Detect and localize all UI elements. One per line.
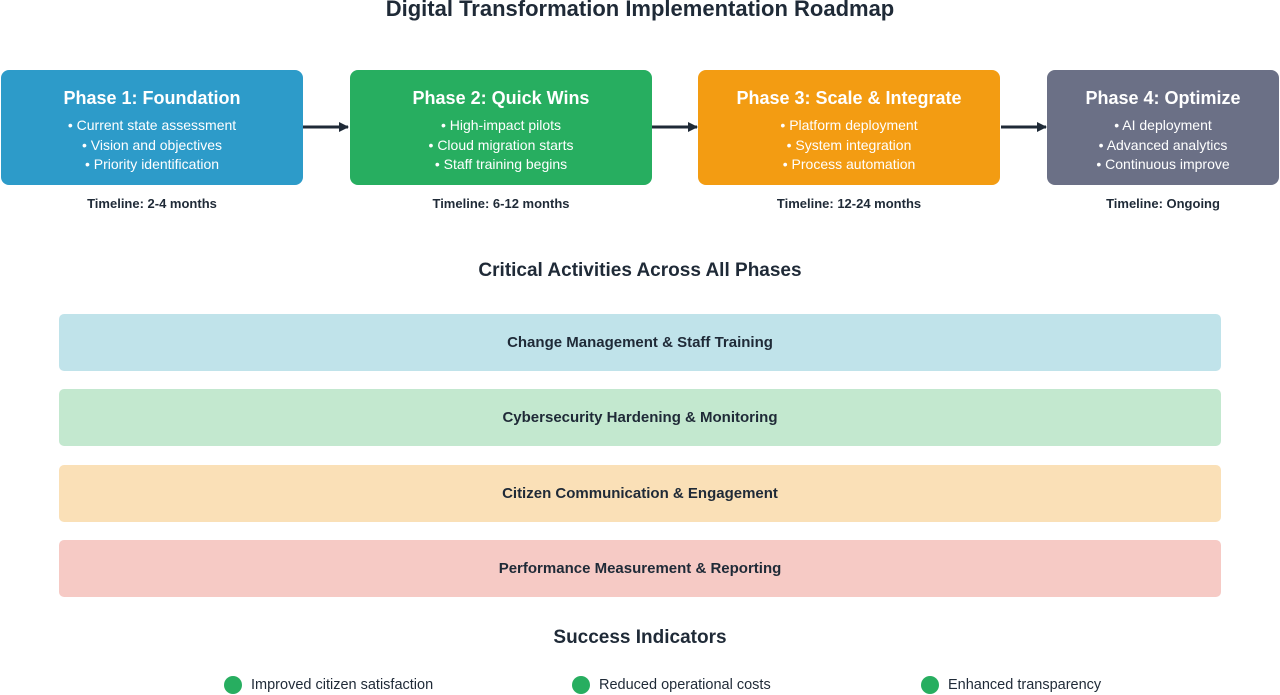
phase-2-item: High-impact pilots [350, 116, 652, 136]
success-indicator-label: Reduced operational costs [599, 677, 771, 693]
status-dot-icon [921, 676, 939, 694]
success-indicator-label: Improved citizen satisfaction [251, 677, 434, 693]
success-indicator: Improved citizen satisfaction [224, 676, 433, 694]
phase-2-item: Cloud migration starts [350, 136, 652, 156]
diagram-title: Digital Transformation Implementation Ro… [385, 0, 895, 21]
phase-2-items: High-impact pilots Cloud migration start… [350, 116, 652, 175]
phase-1-item: Priority identification [1, 155, 303, 175]
activity-bar-cybersecurity: Cybersecurity Hardening & Monitoring [59, 389, 1221, 446]
activities-section-title: Critical Activities Across All Phases [478, 260, 802, 281]
phase-3-box: Phase 3: Scale & Integrate Platform depl… [698, 70, 1000, 185]
phase-3-item: Platform deployment [698, 116, 1000, 136]
status-dot-icon [224, 676, 242, 694]
phase-3-timeline: Timeline: 12-24 months [776, 196, 922, 211]
phase-3-items: Platform deployment System integration P… [698, 116, 1000, 175]
phase-1-box: Phase 1: Foundation Current state assess… [1, 70, 303, 185]
phase-1-title: Phase 1: Foundation [63, 88, 241, 108]
phase-4-title: Phase 4: Optimize [1085, 88, 1241, 108]
phase-2-title: Phase 2: Quick Wins [412, 88, 590, 108]
activity-bar-performance-measurement: Performance Measurement & Reporting [59, 540, 1221, 597]
phase-4-item: AI deployment [1047, 116, 1279, 136]
phase-4-timeline: Timeline: Ongoing [1106, 196, 1220, 211]
phase-4-item: Continuous improve [1047, 155, 1279, 175]
phase-1-item: Vision and objectives [1, 136, 303, 156]
phase-2-timeline: Timeline: 6-12 months [432, 196, 570, 211]
status-dot-icon [572, 676, 590, 694]
phase-4-item: Advanced analytics [1047, 136, 1279, 156]
phase-1-timeline: Timeline: 2-4 months [87, 196, 217, 211]
phase-4-box: Phase 4: Optimize AI deployment Advanced… [1047, 70, 1279, 185]
activity-bar-citizen-communication: Citizen Communication & Engagement [59, 465, 1221, 522]
success-indicator-label: Enhanced transparency [948, 677, 1102, 693]
success-section-title: Success Indicators [553, 627, 727, 648]
success-indicator: Enhanced transparency [921, 676, 1101, 694]
phase-4-items: AI deployment Advanced analytics Continu… [1047, 116, 1279, 175]
phase-3-item: System integration [698, 136, 1000, 156]
phase-3-title: Phase 3: Scale & Integrate [736, 88, 962, 108]
phase-1-item: Current state assessment [1, 116, 303, 136]
phase-2-box: Phase 2: Quick Wins High-impact pilots C… [350, 70, 652, 185]
phase-2-item: Staff training begins [350, 155, 652, 175]
phase-3-item: Process automation [698, 155, 1000, 175]
success-indicator: Reduced operational costs [572, 676, 771, 694]
phase-1-items: Current state assessment Vision and obje… [1, 116, 303, 175]
activity-bar-change-management: Change Management & Staff Training [59, 314, 1221, 371]
